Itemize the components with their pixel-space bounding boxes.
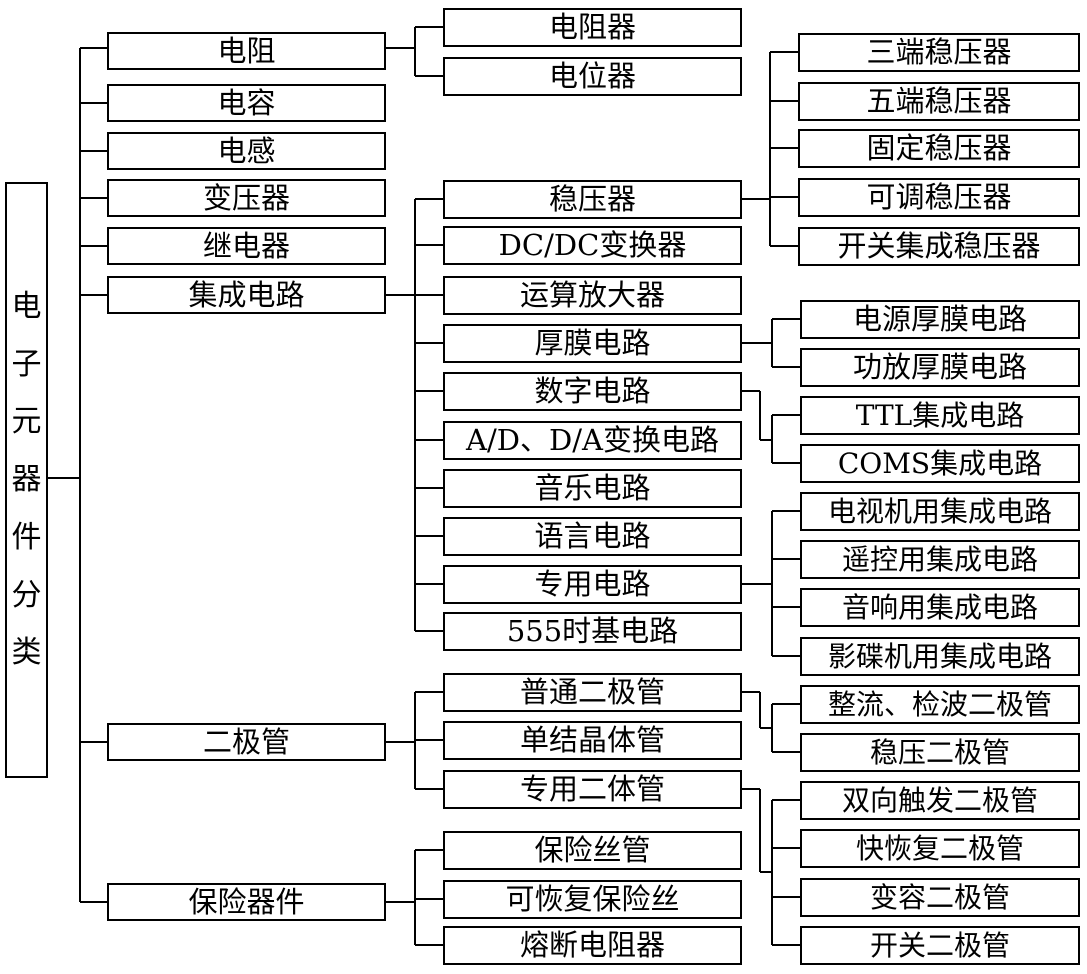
- node-digital-circuit: 数字电路: [443, 372, 742, 411]
- node-remote-control-ic: 遥控用集成电路: [800, 540, 1080, 579]
- node-switching-diode: 开关二极管: [800, 926, 1080, 965]
- node-fuse-tube: 保险丝管: [443, 831, 742, 870]
- node-five-terminal-regulator: 五端稳压器: [798, 82, 1080, 121]
- node-transformer: 变压器: [107, 179, 386, 217]
- node-dcdc-converter: DC/DC变换器: [443, 226, 742, 265]
- node-switching-regulator: 开关集成稳压器: [798, 227, 1080, 266]
- node-three-terminal-regulator: 三端稳压器: [798, 33, 1080, 72]
- node-fuse-device: 保险器件: [107, 883, 386, 921]
- node-rectifier-detector-diode: 整流、检波二极管: [800, 685, 1080, 724]
- node-diode: 二极管: [107, 723, 386, 761]
- root-title-char: 器: [11, 462, 42, 497]
- root-title-char: 类: [11, 635, 42, 671]
- node-555-timer-circuit: 555时基电路: [443, 612, 742, 651]
- node-integrated-circuit: 集成电路: [107, 276, 386, 314]
- node-general-diode: 普通二极管: [443, 673, 742, 712]
- node-special-diode: 专用二体管: [443, 770, 742, 809]
- node-thick-film-circuit: 厚膜电路: [443, 324, 742, 363]
- node-adjustable-regulator: 可调稳压器: [798, 178, 1080, 217]
- node-coms-ic: COMS集成电路: [800, 444, 1080, 483]
- root-title-char: 件: [11, 519, 42, 555]
- node-power-thick-film: 电源厚膜电路: [800, 300, 1080, 339]
- node-fusible-resistor: 熔断电阻器: [443, 926, 742, 965]
- node-amplifier-thick-film: 功放厚膜电路: [800, 348, 1080, 387]
- node-music-circuit: 音乐电路: [443, 469, 742, 508]
- root-title-char: 子: [11, 346, 42, 382]
- node-unijunction-transistor: 单结晶体管: [443, 721, 742, 760]
- node-varactor-diode: 变容二极管: [800, 878, 1080, 917]
- node-resistor-fixed: 电阻器: [443, 8, 742, 47]
- node-fixed-regulator: 固定稳压器: [798, 129, 1080, 168]
- root-node-electronic-component-classification: 电 子 元 器 件 分 类: [5, 182, 48, 778]
- root-title-char: 元: [11, 404, 42, 440]
- node-potentiometer: 电位器: [443, 57, 742, 96]
- node-op-amp: 运算放大器: [443, 276, 742, 315]
- root-title-char: 分: [11, 577, 42, 613]
- node-speech-circuit: 语言电路: [443, 517, 742, 556]
- node-tv-ic: 电视机用集成电路: [800, 492, 1080, 531]
- node-zener-diode: 稳压二极管: [800, 733, 1080, 772]
- node-dvd-player-ic: 影碟机用集成电路: [800, 637, 1080, 676]
- node-audio-ic: 音响用集成电路: [800, 588, 1080, 627]
- node-relay: 继电器: [107, 227, 386, 265]
- node-ad-da-converter: A/D、D/A变换电路: [443, 421, 742, 460]
- node-resistor: 电阻: [107, 32, 386, 70]
- node-diac: 双向触发二极管: [800, 781, 1080, 820]
- root-title-char: 电: [11, 288, 42, 324]
- node-fast-recovery-diode: 快恢复二极管: [800, 829, 1080, 868]
- node-inductor: 电感: [107, 132, 386, 170]
- node-voltage-regulator: 稳压器: [443, 180, 742, 219]
- node-resettable-fuse: 可恢复保险丝: [443, 880, 742, 919]
- node-ttl-ic: TTL集成电路: [800, 396, 1080, 435]
- node-special-circuit: 专用电路: [443, 565, 742, 604]
- node-capacitor: 电容: [107, 84, 386, 122]
